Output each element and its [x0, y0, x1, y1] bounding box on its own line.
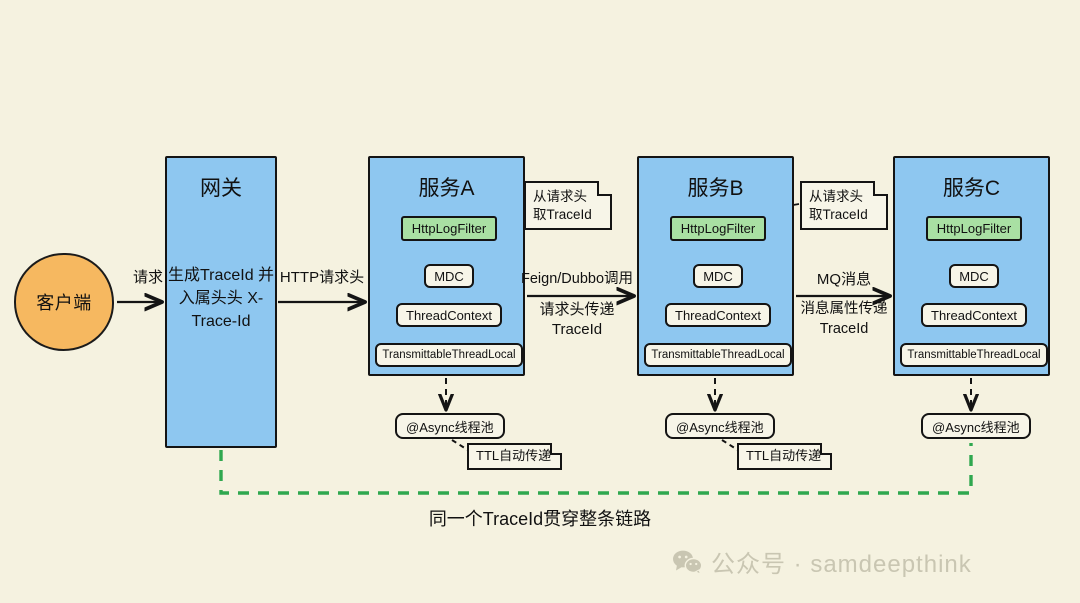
service-c-httplogfilter[interactable]: HttpLogFilter	[926, 216, 1022, 241]
service-a-httplogfilter[interactable]: HttpLogFilter	[401, 216, 497, 241]
service-b-threadcontext[interactable]: ThreadContext	[665, 303, 771, 327]
client-node[interactable]: 客户端	[14, 253, 114, 351]
trace-bracket	[219, 443, 973, 495]
service-b-title: 服务B	[687, 177, 744, 200]
service-a-threadcontext[interactable]: ThreadContext	[396, 303, 502, 327]
service-a-mdc[interactable]: MDC	[424, 264, 474, 288]
service-a-transmittablethreadlocal[interactable]: TransmittableThreadLocal	[375, 343, 523, 367]
service-b-transmittablethreadlocal[interactable]: TransmittableThreadLocal	[644, 343, 792, 367]
client-label: 客户端	[36, 293, 92, 313]
note-ttl-a: TTL自动传递	[467, 443, 563, 470]
service-c-mdc[interactable]: MDC	[949, 264, 999, 288]
gateway-node[interactable]: 网关 生成TraceId 并入属头头 X-Trace-Id	[165, 156, 277, 448]
note-ttl-b: TTL自动传递	[737, 443, 833, 470]
edge-label-request: 请求	[132, 269, 163, 286]
service-c-async-pool[interactable]: @Async线程池	[921, 413, 1031, 439]
service-c-transmittablethreadlocal[interactable]: TransmittableThreadLocal	[900, 343, 1048, 367]
service-a-async-pool[interactable]: @Async线程池	[395, 413, 505, 439]
note-service-a-header: 从请求头 取TraceId	[524, 181, 612, 231]
gateway-body: 生成TraceId 并入属头头 X-Trace-Id	[167, 267, 275, 331]
edge-label-message-attr-propagate: 消息属性传递 TraceId	[800, 301, 888, 337]
service-c-threadcontext[interactable]: ThreadContext	[921, 303, 1027, 327]
edge-label-mq-message: MQ消息	[816, 271, 872, 288]
service-b-mdc[interactable]: MDC	[693, 264, 743, 288]
edge-label-http-header: HTTP请求头	[279, 269, 365, 286]
service-a-node[interactable]: 服务A HttpLogFilter MDC ThreadContext Tran…	[368, 156, 525, 376]
service-a-title: 服务A	[418, 177, 475, 200]
service-c-title: 服务C	[942, 177, 1001, 200]
watermark-text: 公众号 · samdeepthink	[711, 551, 972, 578]
gateway-title: 网关	[200, 177, 242, 200]
service-b-async-pool[interactable]: @Async线程池	[665, 413, 775, 439]
edge-label-feign-dubbo: Feign/Dubbo调用	[520, 271, 634, 287]
note-service-b-header: 从请求头 取TraceId	[800, 181, 888, 231]
service-c-node[interactable]: 服务C HttpLogFilter MDC ThreadContext Tran…	[893, 156, 1050, 376]
trace-caption: 同一个TraceId贯穿整条链路	[428, 509, 652, 529]
service-b-httplogfilter[interactable]: HttpLogFilter	[670, 216, 766, 241]
wechat-icon	[672, 549, 703, 575]
watermark: 公众号 · samdeepthink	[672, 544, 972, 579]
edge-label-header-propagate: 请求头传递 TraceId	[539, 301, 615, 339]
service-b-node[interactable]: 服务B HttpLogFilter MDC ThreadContext Tran…	[637, 156, 794, 376]
